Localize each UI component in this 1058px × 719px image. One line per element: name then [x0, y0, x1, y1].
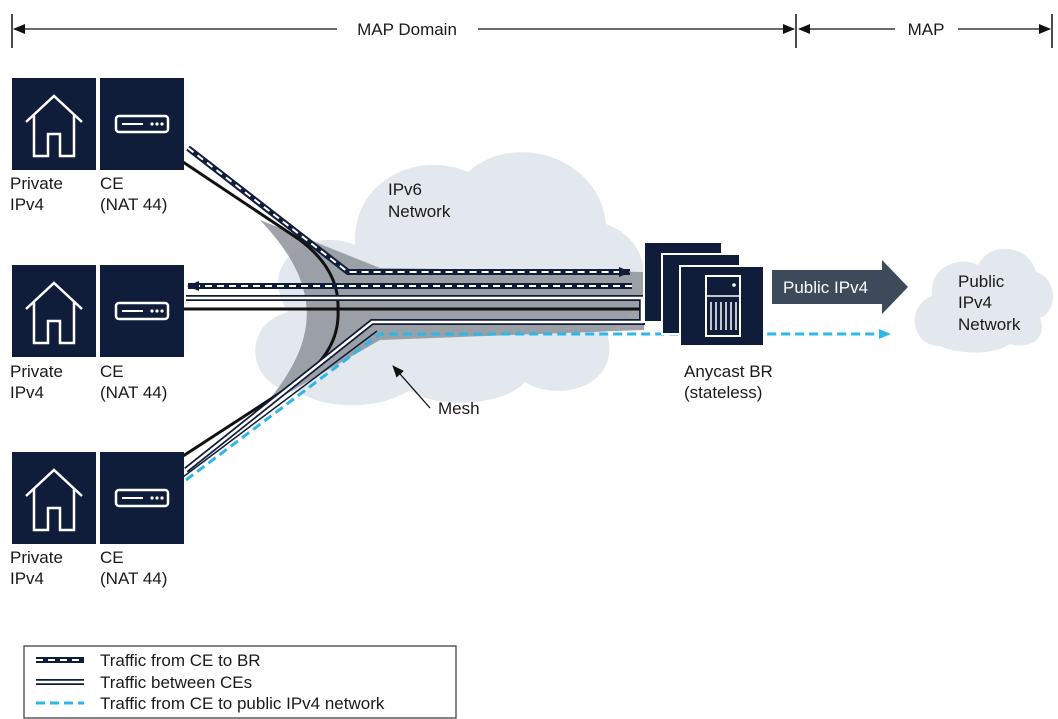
public-cloud-line3: Network — [958, 315, 1021, 334]
br-front-card — [679, 265, 765, 347]
legend-item-between-ces: Traffic between CEs — [36, 673, 252, 692]
house-icon — [12, 265, 96, 357]
site-2-ce-line1: CE — [100, 362, 124, 381]
mesh-label: Mesh — [438, 399, 480, 418]
map-label: MAP — [908, 20, 945, 39]
public-cloud: Public IPv4 Network — [914, 248, 1054, 353]
house-icon — [12, 452, 96, 544]
legend-label-ce-to-br: Traffic from CE to BR — [100, 651, 261, 670]
legend-item-ce-to-br: Traffic from CE to BR — [36, 651, 261, 670]
legend-label-between-ces: Traffic between CEs — [100, 673, 252, 692]
public-ipv4-arrow-label: Public IPv4 — [783, 278, 868, 297]
site-1-ce-line2: (NAT 44) — [100, 195, 167, 214]
site-3-ce-line2: (NAT 44) — [100, 569, 167, 588]
site-3-host-line2: IPv4 — [10, 569, 44, 588]
site-2-ce-line2: (NAT 44) — [100, 383, 167, 402]
site-2: Private IPv4 CE (NAT 44) — [10, 265, 184, 402]
header: MAP Domain MAP — [11, 14, 1053, 48]
mesh-shape — [260, 220, 644, 408]
public-cloud-line2: IPv4 — [958, 293, 992, 312]
map-domain-label: MAP Domain — [357, 20, 457, 39]
site-2-host-line2: IPv4 — [10, 383, 44, 402]
legend-item-ce-to-public: Traffic from CE to public IPv4 network — [36, 694, 385, 713]
site-3: Private IPv4 CE (NAT 44) — [10, 452, 184, 588]
ce3-to-public-edge — [182, 330, 378, 478]
site-1-host-line2: IPv4 — [10, 195, 44, 214]
site-1-host-line1: Private — [10, 174, 63, 193]
router-icon — [100, 452, 184, 544]
legend-label-ce-to-public: Traffic from CE to public IPv4 network — [100, 694, 385, 713]
public-ipv4-arrow-shape — [772, 260, 908, 314]
mesh-pointer — [392, 365, 431, 409]
site-3-host-line1: Private — [10, 548, 63, 567]
server-icon — [705, 275, 741, 337]
anycast-br: Anycast BR (stateless) — [643, 241, 773, 402]
site-3-ce-line1: CE — [100, 548, 124, 567]
site-1: Private IPv4 CE (NAT 44) — [10, 78, 184, 214]
br-label-line2: (stateless) — [684, 383, 762, 402]
site-2-host-line1: Private — [10, 362, 63, 381]
public-cloud-line1: Public — [958, 272, 1005, 291]
router-icon — [100, 265, 184, 357]
mesh: Mesh — [260, 220, 644, 418]
br-label-line1: Anycast BR — [684, 362, 773, 381]
ipv6-cloud-line1: IPv6 — [388, 180, 422, 199]
router-icon — [100, 78, 184, 170]
house-icon — [12, 78, 96, 170]
legend-box — [23, 645, 457, 719]
site-1-ce-line1: CE — [100, 174, 124, 193]
public-cloud-shape — [914, 248, 1054, 353]
public-ipv4-arrow: Public IPv4 — [772, 260, 908, 314]
ipv6-cloud-line2: Network — [388, 202, 451, 221]
legend: Traffic from CE to BR Traffic between CE… — [23, 645, 457, 719]
between-ces-inner — [185, 296, 644, 471]
ce1-to-br-dash — [187, 147, 631, 277]
